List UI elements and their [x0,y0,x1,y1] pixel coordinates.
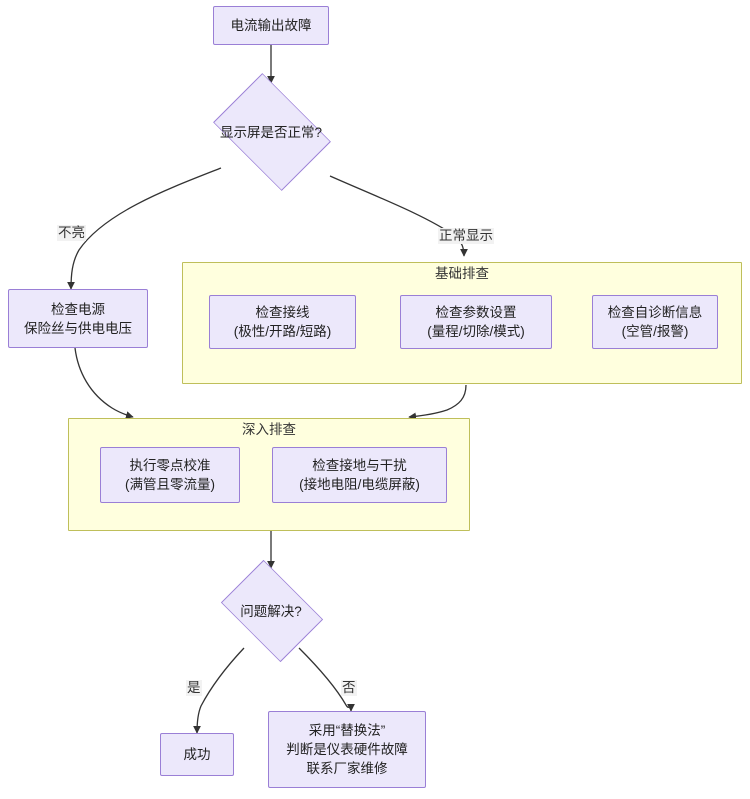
node-selfdiag-check[interactable]: 检查自诊断信息 (空管/报警) [592,295,718,349]
node-zero-calibration[interactable]: 执行零点校准 (满管且零流量) [100,447,240,503]
node-display-check[interactable]: 显示屏是否正常? [201,73,341,191]
node-success[interactable]: 成功 [160,733,234,776]
edge-power-check-to-advanced-group [74,347,134,419]
edge-label-normal-display: 正常显示 [438,228,494,244]
edge-label-not-lit: 不亮 [57,225,86,241]
node-wiring-check[interactable]: 检查接线 (极性/开路/短路) [209,295,356,349]
node-power-check[interactable]: 检查电源 保险丝与供电电压 [8,289,148,348]
node-replacement[interactable]: 采用“替换法” 判断是仪表硬件故障 联系厂家维修 [268,711,426,788]
node-resolved-label: 问题解决? [240,604,302,619]
edge-basic-group-to-advanced-group [408,384,467,421]
edge-display-check-to-basic-group [329,175,468,257]
group-advanced-troubleshooting-label: 深入排查 [242,422,296,437]
edge-resolved-to-success [193,647,245,734]
group-basic-troubleshooting-label: 基础排查 [435,266,489,281]
edge-label-yes: 是 [186,680,202,696]
node-grounding-check[interactable]: 检查接地与干扰 (接地电阻/电缆屏蔽) [272,447,447,503]
edge-label-no: 否 [341,680,357,696]
node-param-check[interactable]: 检查参数设置 (量程/切除/模式) [400,295,552,349]
node-display-check-label: 显示屏是否正常? [219,125,322,140]
node-start[interactable]: 电流输出故障 [213,6,329,45]
node-resolved[interactable]: 问题解决? [206,559,336,663]
